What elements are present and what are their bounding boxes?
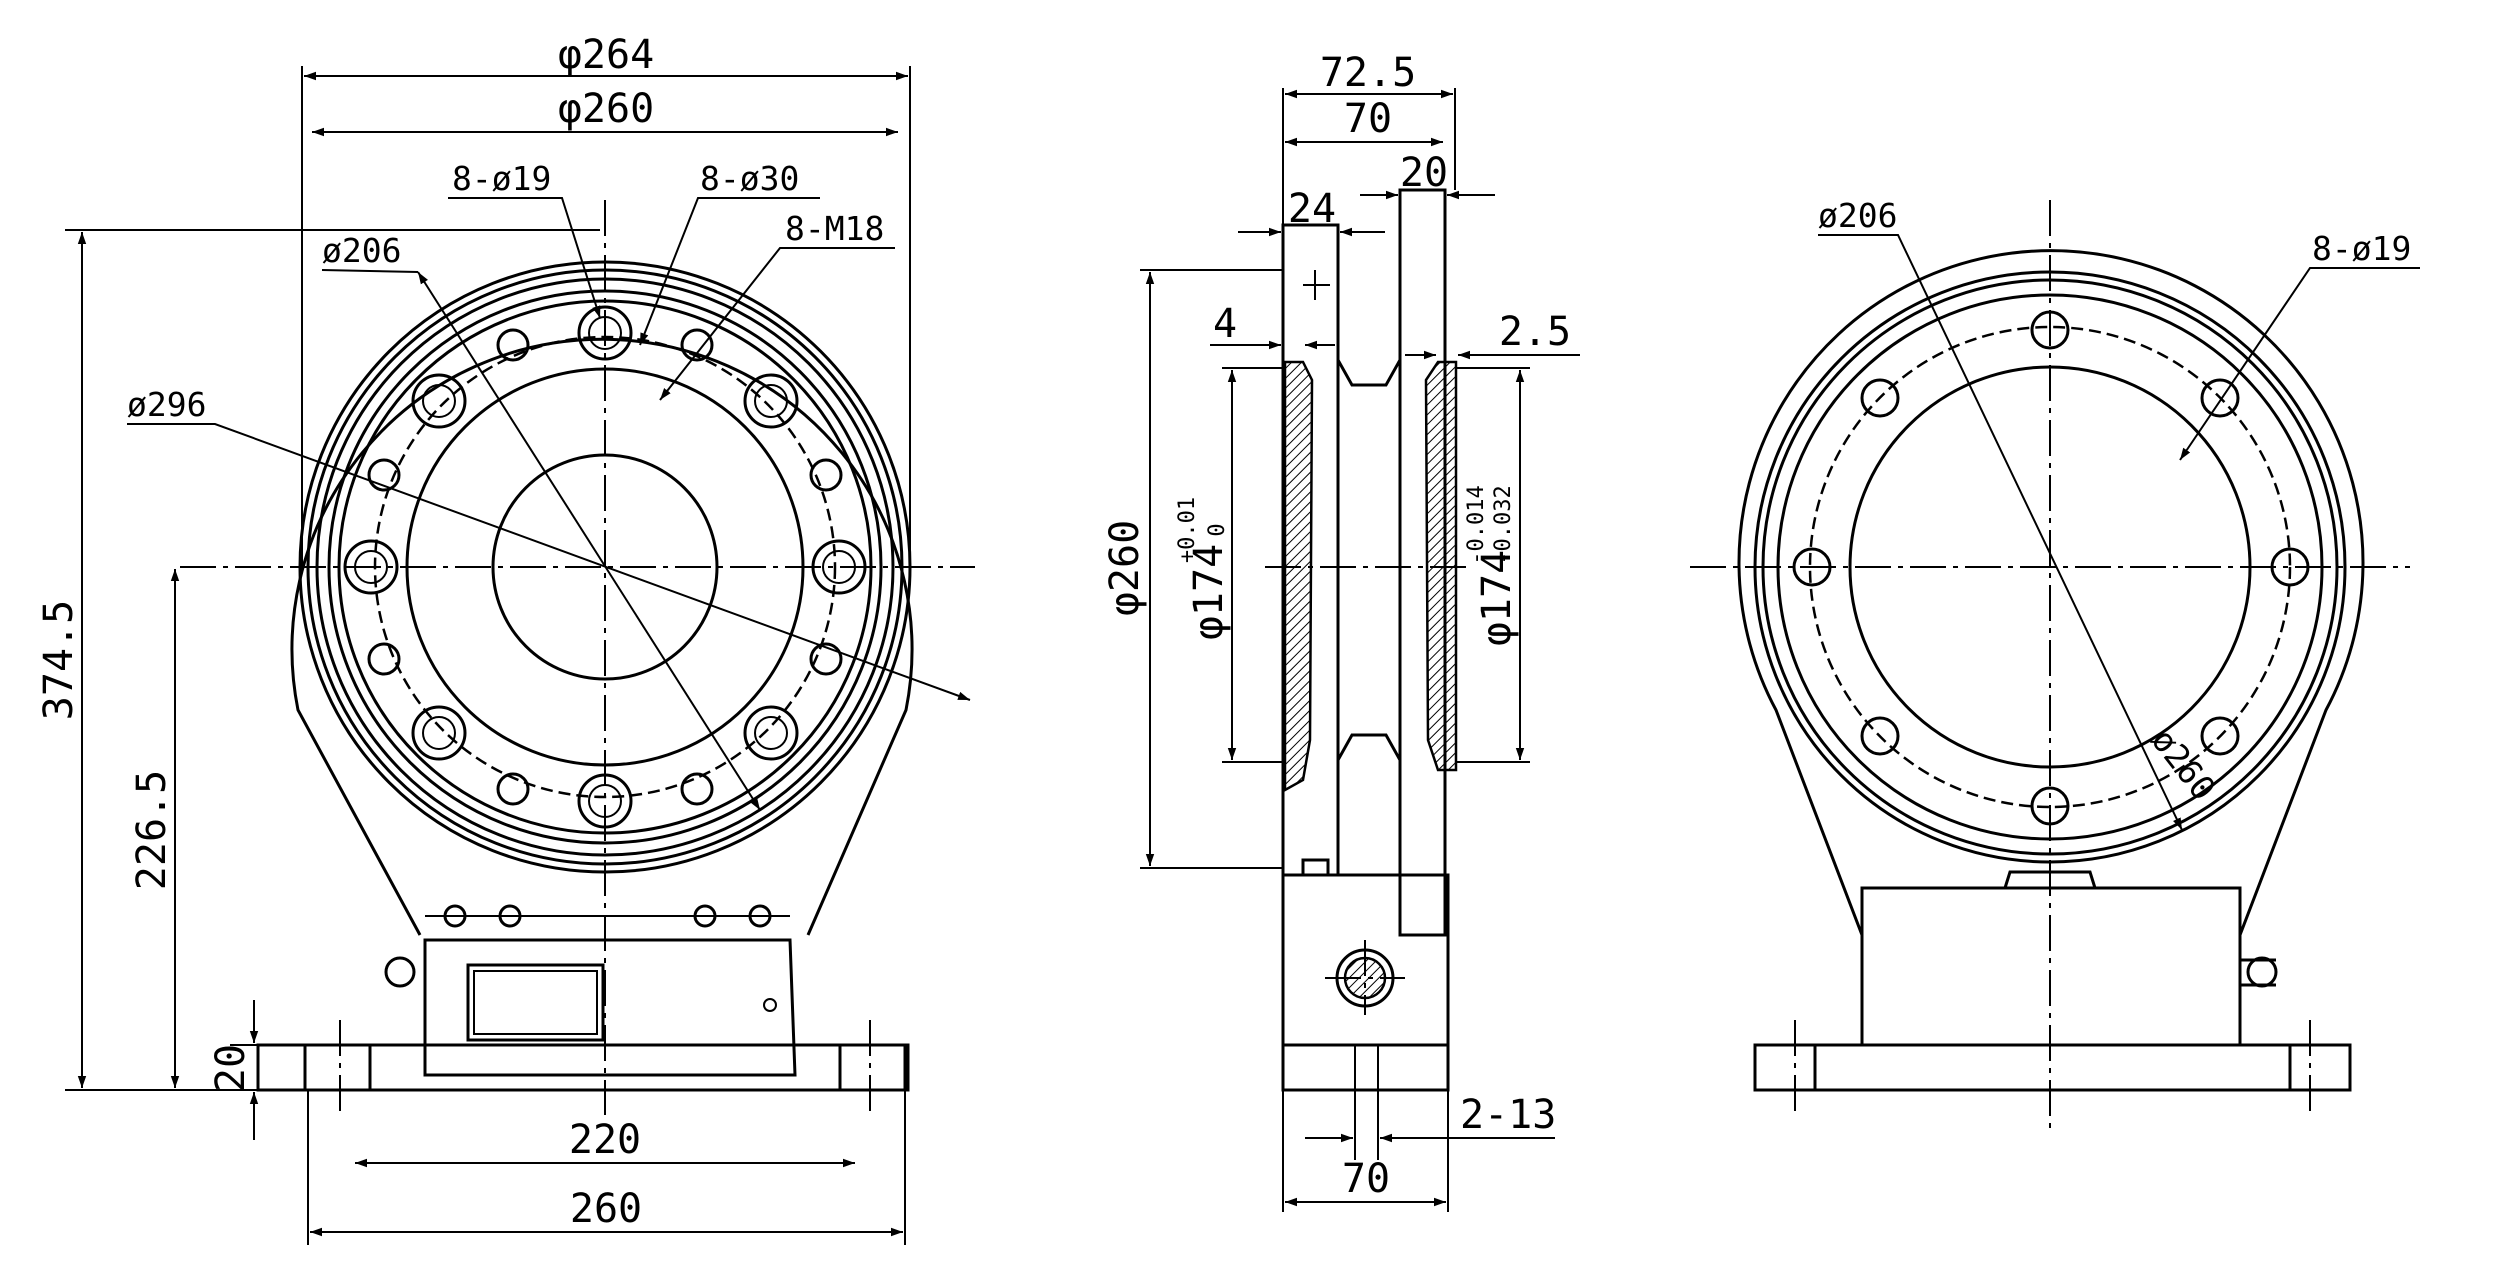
dim-rear-inner-circle: ø206: [1818, 196, 1897, 235]
front-base-plate: [256, 1043, 910, 1092]
side-left-seal: [1283, 360, 1314, 793]
front-motor-box: [423, 938, 797, 1077]
side-center-body: [1336, 230, 1402, 870]
dim-holes-large: 8-ø30: [700, 159, 799, 198]
dim-flange-width: 20: [1400, 150, 1448, 196]
rear-base-plate: [1753, 1043, 2352, 1092]
front-motor-window-inner: [473, 970, 598, 1035]
dim-bore-right: φ174: [1474, 550, 1520, 646]
front-top-bolts: [425, 904, 790, 928]
dim-overall-width: 72.5: [1320, 50, 1416, 96]
dim-outer-flange: φ264: [558, 32, 654, 78]
front-view: φ264 φ260 8-ø19 8-ø30 8-M18 ø206 ø296 37…: [36, 32, 975, 1245]
rear-view: ø206 8-ø19 ø260: [1690, 196, 2420, 1130]
rear-holes: [1792, 310, 2310, 826]
dim-bore-left: φ174: [1186, 544, 1232, 640]
dim-thread: 8-M18: [785, 209, 884, 248]
dim-base-holes: 220: [569, 1117, 641, 1163]
dim-bore-left-upper: +0.01: [1175, 497, 1200, 563]
dim-center-height: 226.5: [129, 770, 175, 890]
dim-bore-right-lower: -0.032: [1491, 485, 1516, 564]
dim-total-height: 374.5: [36, 600, 82, 720]
rear-bolt-circle: [1808, 325, 2292, 809]
dim-offset: 24: [1288, 186, 1336, 232]
dim-base-thickness: 20: [208, 1044, 254, 1092]
rear-base-body: [1860, 886, 2242, 1047]
dim-holes-small: 8-ø19: [452, 159, 551, 198]
dim-housing: ø296: [127, 385, 206, 424]
dim-side-diameter: φ260: [1102, 520, 1148, 616]
front-motor-window: [466, 963, 605, 1042]
dim-ring: φ260: [558, 86, 654, 132]
rear-base-foot-right: [2288, 1043, 2352, 1092]
front-cable-gland-icon: [384, 956, 416, 988]
dim-inner-circle: ø206: [322, 231, 401, 270]
side-base-block: [1281, 873, 1450, 1092]
dim-step: 4: [1213, 301, 1237, 347]
dim-body-width: 70: [1344, 96, 1392, 142]
dim-mount-holes: 2-13: [1460, 1092, 1556, 1138]
dim-rear-holes: 8-ø19: [2312, 229, 2411, 268]
rear-housing-outline: [1737, 249, 2365, 936]
front-base-foot-left: [303, 1043, 372, 1092]
front-base-foot-right: [838, 1043, 907, 1092]
dim-bore-left-lower: 0: [1205, 523, 1230, 536]
dim-side-base-width: 70: [1342, 1156, 1390, 1202]
side-view: 72.5 70 20 24 4 2.5 φ260 φ174 +0.01 0: [1102, 50, 1580, 1212]
dim-gap: 2.5: [1499, 309, 1571, 355]
rear-base-foot-left: [1753, 1043, 1817, 1092]
rear-cable-gland-icon: [2246, 956, 2278, 988]
dim-bore-right-upper: -0.014: [1464, 485, 1489, 564]
dim-base-width: 260: [570, 1186, 642, 1232]
dim-rear-bolt-circle: ø260: [2144, 721, 2224, 808]
